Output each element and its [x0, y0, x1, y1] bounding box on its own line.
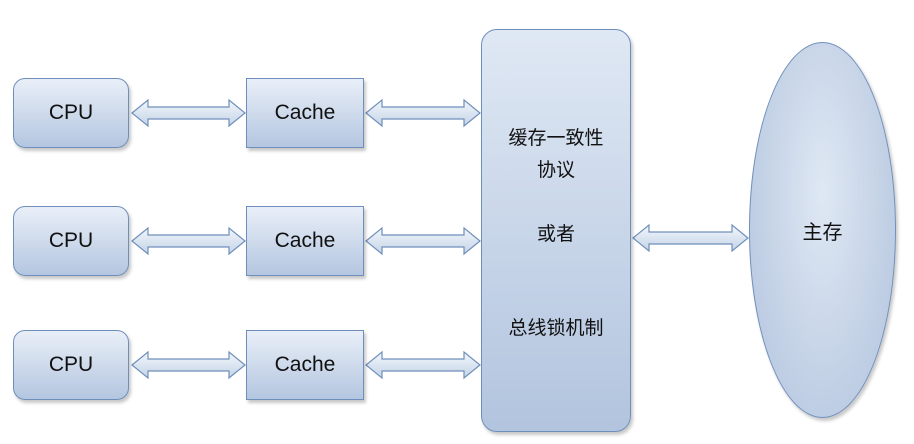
- cache-bus-arrow-2: [365, 226, 481, 256]
- cache-bus-arrow-1: [365, 98, 481, 128]
- cpu-cache-arrow-2: [131, 226, 246, 256]
- cache-label: Cache: [274, 353, 336, 376]
- cpu-label: CPU: [48, 101, 94, 124]
- bus-line-2: 协议: [536, 159, 575, 181]
- cpu-box-1: CPU: [13, 78, 129, 148]
- bus-line-3: 或者: [536, 223, 575, 245]
- cache-bus-arrow-3: [365, 350, 481, 380]
- cache-box-1: Cache: [246, 78, 364, 148]
- cache-label: Cache: [274, 229, 336, 252]
- cache-box-2: Cache: [246, 206, 364, 276]
- cache-box-3: Cache: [246, 330, 364, 400]
- cpu-cache-arrow-3: [131, 350, 246, 380]
- cpu-label: CPU: [48, 229, 94, 252]
- bus-memory-arrow: [632, 223, 749, 253]
- cpu-label: CPU: [48, 353, 94, 376]
- main-memory-ellipse: 主存: [749, 42, 896, 418]
- coherence-bus-box: 缓存一致性 协议 或者 总线锁机制: [481, 29, 631, 432]
- bus-line-1: 缓存一致性: [508, 127, 604, 149]
- bus-line-4: 总线锁机制: [508, 317, 604, 339]
- cache-label: Cache: [274, 101, 336, 124]
- cpu-box-3: CPU: [13, 330, 129, 400]
- memory-label: 主存: [802, 219, 843, 244]
- cpu-cache-arrow-1: [131, 98, 246, 128]
- cpu-box-2: CPU: [13, 206, 129, 276]
